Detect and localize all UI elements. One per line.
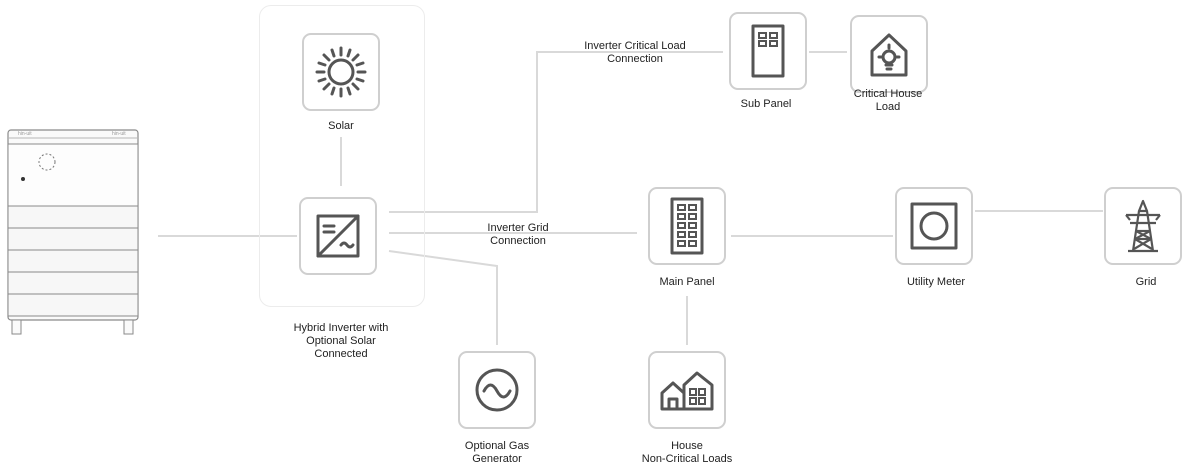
svg-text:hin-uit: hin-uit xyxy=(112,131,126,137)
main-panel-icon xyxy=(670,197,704,255)
inverter-icon xyxy=(316,214,360,258)
sine-wave-icon xyxy=(475,368,519,412)
house-loads-tile xyxy=(648,351,726,429)
grid-connection-label: Inverter Grid Connection xyxy=(487,222,549,247)
generator-tile xyxy=(458,351,536,429)
sun-icon xyxy=(315,46,367,98)
critical-load-line xyxy=(389,51,723,213)
hybrid-inverter-group xyxy=(259,5,425,307)
critical-load-tile xyxy=(850,15,928,93)
inverter-tile xyxy=(299,197,377,275)
house-bulb-icon xyxy=(870,33,908,77)
main-panel-label: Main Panel xyxy=(659,276,715,288)
utility-meter-label: Utility Meter xyxy=(906,276,966,288)
sub-panel-label: Sub Panel xyxy=(740,98,792,110)
utility-meter-tile xyxy=(895,187,973,265)
critical-load-label: Critical House Load xyxy=(853,88,923,113)
houses-icon xyxy=(660,371,714,411)
transmission-tower-icon xyxy=(1125,199,1161,253)
grid-tile xyxy=(1104,187,1182,265)
battery-stack-icon: hin-uit hin-uit xyxy=(7,129,139,335)
inverter-label: Hybrid Inverter with Optional Solar Conn… xyxy=(293,322,389,360)
grid-label: Grid xyxy=(1135,276,1157,288)
solar-tile xyxy=(302,33,380,111)
house-loads-label: House Non-Critical Loads xyxy=(641,440,733,465)
svg-text:hin-uit: hin-uit xyxy=(18,131,32,137)
main-panel-tile xyxy=(648,187,726,265)
sub-panel-tile xyxy=(729,12,807,90)
meter-icon xyxy=(910,202,958,250)
sub-panel-icon xyxy=(751,24,785,78)
solar-label: Solar xyxy=(328,120,354,132)
critical-connection-label: Inverter Critical Load Connection xyxy=(584,40,686,65)
generator-line xyxy=(388,250,498,345)
generator-label: Optional Gas Generator xyxy=(464,440,530,465)
